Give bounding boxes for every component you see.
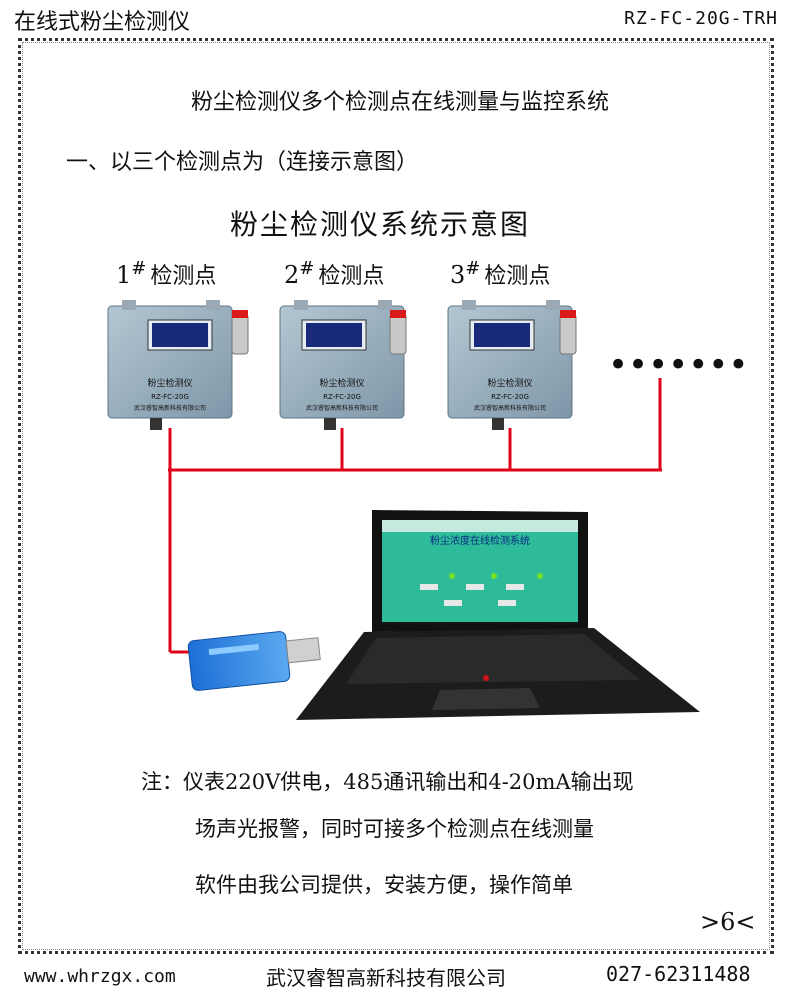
document-title: 粉尘检测仪多个检测点在线测量与监控系统 <box>190 90 609 115</box>
device-3-company: 武汉睿智高新科技有限公司 <box>474 404 546 412</box>
footer-website: www.whrzgx.com <box>24 966 176 987</box>
dust-detector-device-2: 粉尘检测仪 RZ-FC-20G 武汉睿智高新科技有限公司 <box>279 300 407 430</box>
footer-phone: 027-62311488 <box>606 962 751 986</box>
device-2-name: 粉尘检测仪 <box>319 377 364 389</box>
page-number: >6< <box>700 908 756 936</box>
note-line-2: 场声光报警，同时可接多个检测点在线测量 <box>195 817 594 841</box>
device-1-company: 武汉睿智高新科技有限公司 <box>134 404 206 412</box>
device-2-company: 武汉睿智高新科技有限公司 <box>306 404 378 412</box>
header-left-title: 在线式粉尘检测仪 <box>14 10 191 35</box>
laptop-computer: 粉尘浓度在线检测系统 <box>296 510 700 720</box>
usb-485-converter <box>187 631 321 691</box>
software-title: 粉尘浓度在线检测系统 <box>430 534 530 547</box>
device-1-name: 粉尘检测仪 <box>147 377 192 389</box>
detection-point-1-label: 1#检测点 <box>116 258 217 289</box>
header-model-number: RZ-FC-20G-TRH <box>624 8 778 29</box>
page-border <box>18 38 774 954</box>
device-1-model: RZ-FC-20G <box>151 393 189 401</box>
page-border-inner <box>22 42 770 950</box>
detection-point-2-label: 2#检测点 <box>284 258 385 289</box>
diagram-title: 粉尘检测仪系统示意图 <box>229 208 530 241</box>
more-points-ellipsis: ••••••• <box>608 345 748 385</box>
section-heading: 一、以三个检测点为（连接示意图） <box>66 150 419 175</box>
dust-detector-device-1: 粉尘检测仪 RZ-FC-20G 武汉睿智高新科技有限公司 <box>107 300 249 430</box>
device-3-model: RZ-FC-20G <box>491 393 529 401</box>
note-line-1: 注：仪表220V供电，485通讯输出和4-20mA输出现 <box>141 770 634 794</box>
footer-company: 武汉睿智高新科技有限公司 <box>266 966 506 990</box>
device-2-model: RZ-FC-20G <box>323 393 361 401</box>
red-wiring <box>168 378 662 654</box>
detection-point-3-label: 3#检测点 <box>450 258 551 289</box>
device-3-name: 粉尘检测仪 <box>487 377 532 389</box>
note-line-3: 软件由我公司提供，安装方便，操作简单 <box>195 873 573 897</box>
dust-detector-device-3: 粉尘检测仪 RZ-FC-20G 武汉睿智高新科技有限公司 <box>447 300 577 430</box>
